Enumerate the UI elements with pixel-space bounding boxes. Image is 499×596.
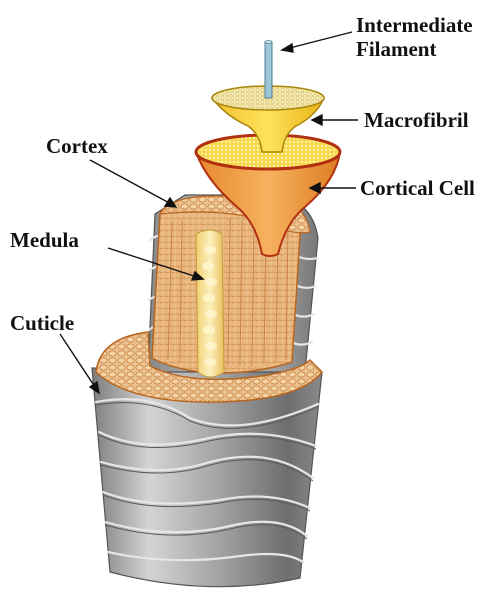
- label-macrofibril: Macrofibril: [364, 108, 469, 132]
- label-cortical-cell: Cortical Cell: [360, 176, 475, 200]
- label-cuticle: Cuticle: [10, 311, 74, 335]
- arrowhead-macrofibril: [312, 115, 322, 125]
- arrowhead-intermediate-filament: [282, 44, 293, 52]
- intermediate-filament-rod: [265, 41, 272, 99]
- label-intermediate-filament-line1: Intermediate: [356, 13, 473, 37]
- label-medula: Medula: [10, 228, 79, 252]
- medula-core: [196, 230, 224, 377]
- label-cortex: Cortex: [46, 134, 108, 158]
- leader-cortex: [90, 160, 173, 205]
- label-intermediate-filament-line2: Filament: [356, 37, 436, 61]
- leader-cuticle: [60, 334, 97, 390]
